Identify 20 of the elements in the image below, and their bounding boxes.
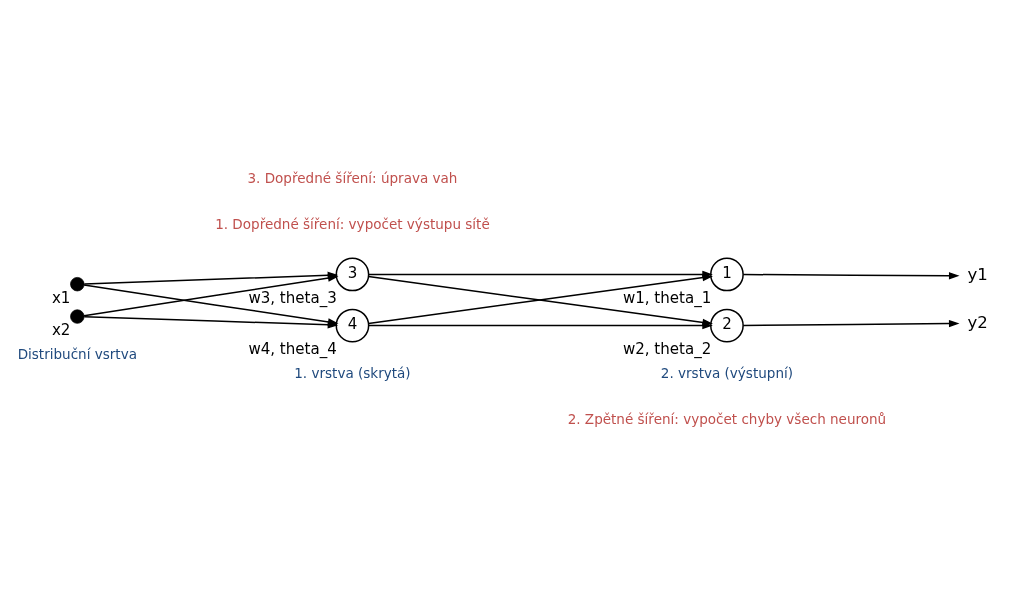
node-text: y2 [967,312,988,332]
node-circle: 1 [710,256,744,291]
node-text: y1 [967,264,988,284]
label: Distribuční vsrtva [17,345,137,362]
arrow [742,319,960,327]
node-label: w2, theta_2 [622,339,712,358]
node-label: w3, theta_3 [248,288,337,307]
node-circle [70,308,85,324]
node-circle: 4 [335,308,370,343]
node-label: w1, theta_1 [622,288,712,307]
node-circle [70,276,85,291]
node-circle: 2 [710,308,744,343]
node-label: x1 [51,288,71,307]
node-label: w4, theta_4 [248,339,337,358]
arrow [368,321,713,329]
arrow [742,271,960,279]
label: 3. Dopředné šíření: úprava vah [247,169,458,186]
node-circle: 3 [335,256,370,291]
label: 2. Zpětné šíření: vypočet chyby všech neuronů [567,410,887,427]
node-label: x2 [51,320,71,339]
